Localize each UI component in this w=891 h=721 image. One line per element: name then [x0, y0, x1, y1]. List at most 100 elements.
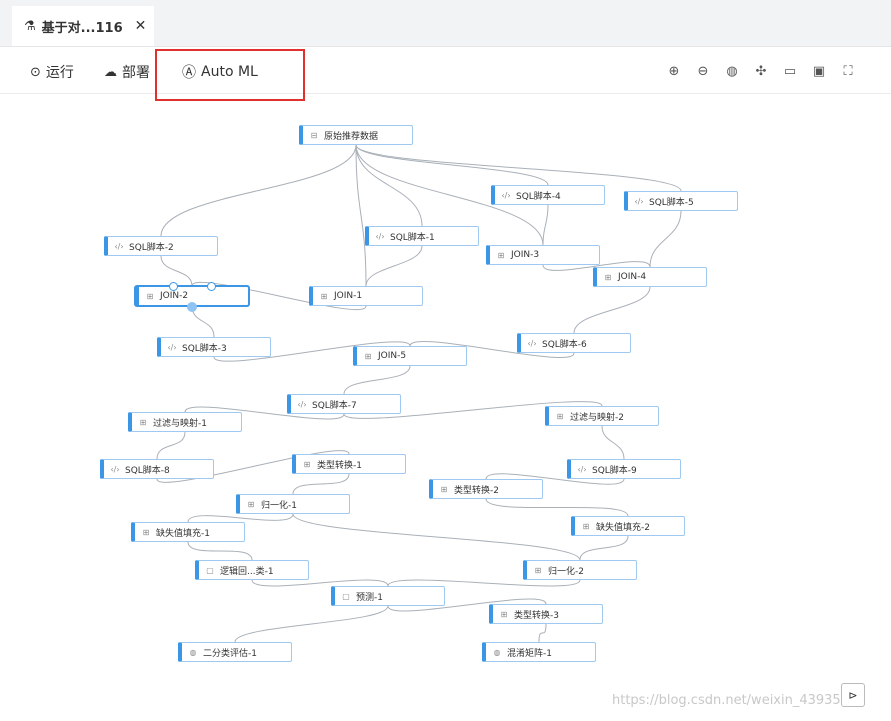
- edge-n19-n20: [187, 513, 294, 523]
- node-sql-2[interactable]: ‹/›SQL脚本-2: [104, 236, 218, 256]
- node-normalize-1[interactable]: ⊞归一化-1: [236, 494, 350, 514]
- edge-n19-n23: [292, 513, 581, 561]
- node-join-4[interactable]: ⊞ JOIN-4: [593, 267, 707, 287]
- node-label: 逻辑回...类-1: [220, 566, 274, 577]
- code-icon: ‹/›: [375, 231, 385, 241]
- edge-n0-n8: [355, 144, 367, 287]
- join-icon: ⊞: [604, 272, 612, 282]
- node-cast-2[interactable]: ⊞类型转换-2: [429, 479, 543, 499]
- transform-icon: ⊞: [142, 527, 150, 537]
- input-port[interactable]: [207, 282, 216, 291]
- node-normalize-2[interactable]: ⊞ 归一化-2: [523, 560, 637, 580]
- edge-n24-n26: [234, 605, 389, 643]
- predict-icon: ▢: [342, 591, 350, 601]
- node-filter-2[interactable]: ⊞过滤与映射-2: [545, 406, 659, 426]
- edge-n17-n18: [485, 473, 625, 485]
- node-label: 类型转换-3: [514, 610, 559, 621]
- node-join-3[interactable]: ⊞ JOIN-3: [486, 245, 600, 265]
- transform-icon: ⊞: [303, 459, 311, 469]
- node-binary-eval-1[interactable]: ◍二分类评估-1: [178, 642, 292, 662]
- transform-icon: ⊞: [582, 521, 590, 531]
- watermark: https://blog.csdn.net/weixin_43935890: [612, 693, 866, 708]
- code-icon: ‹/›: [527, 338, 537, 348]
- edge-n12-n13: [184, 406, 345, 420]
- tab-title: 基于对...116: [41, 20, 123, 36]
- node-logreg-1[interactable]: ▢逻辑回...类-1: [195, 560, 309, 580]
- fit-center-icon[interactable]: ✣: [755, 63, 767, 79]
- edge-n14-n17: [601, 425, 625, 460]
- node-predict-1[interactable]: ▢ 预测-1: [331, 586, 445, 606]
- globe-icon[interactable]: ◍: [726, 63, 738, 79]
- edge-n0-n5: [355, 144, 544, 246]
- node-filter-1[interactable]: ⊞过滤与映射-1: [128, 412, 242, 432]
- node-fillna-2[interactable]: ⊞缺失值填充-2: [571, 516, 685, 536]
- node-label: SQL脚本-6: [542, 339, 587, 350]
- node-sql-9[interactable]: ‹/›SQL脚本-9: [567, 459, 681, 479]
- transform-icon: ⊞: [534, 565, 542, 575]
- automl-label: Auto ML: [201, 64, 258, 80]
- tab-experiment[interactable]: ⚗ 基于对...116 ✕: [12, 6, 154, 46]
- edge-n8-n7: [191, 281, 367, 311]
- code-icon: ‹/›: [634, 196, 644, 206]
- edge-n6-n9: [573, 286, 651, 334]
- node-label: SQL脚本-8: [125, 465, 170, 476]
- output-port[interactable]: [187, 302, 197, 312]
- workflow-canvas[interactable]: ⊟ 原始推荐数据 ‹/›SQL脚本-4 ‹/› SQL脚本-5 ‹/›SQL脚本-2…: [0, 96, 891, 721]
- node-fillna-1[interactable]: ⊞缺失值填充-1: [131, 522, 245, 542]
- join-icon: ⊞: [497, 250, 505, 260]
- layout-icon[interactable]: ▭: [783, 63, 797, 79]
- node-label: 过滤与映射-2: [570, 412, 624, 423]
- automl-button[interactable]: Ⓐ Auto ML: [182, 62, 258, 82]
- fullscreen-icon[interactable]: ⛶: [843, 63, 853, 79]
- node-cast-3[interactable]: ⊞ 类型转换-3: [489, 604, 603, 624]
- code-icon: ‹/›: [110, 464, 120, 474]
- node-label: JOIN-3: [511, 250, 540, 260]
- node-sql-4[interactable]: ‹/›SQL脚本-4: [491, 185, 605, 205]
- run-label: 运行: [45, 65, 74, 81]
- edge-n15-n16: [156, 450, 350, 483]
- node-label: 归一化-2: [548, 566, 584, 577]
- transform-icon: ⊞: [500, 609, 508, 619]
- node-label: 原始推荐数据: [324, 131, 379, 142]
- node-label: JOIN-4: [618, 272, 647, 282]
- node-label: 过滤与映射-1: [153, 418, 207, 429]
- close-icon[interactable]: ✕: [134, 18, 147, 34]
- run-button[interactable]: ⊙ 运行: [30, 62, 74, 82]
- node-sql-3[interactable]: ‹/› SQL脚本-3: [157, 337, 271, 357]
- zoom-in-icon[interactable]: ⊕: [668, 63, 680, 79]
- node-confusion-matrix-1[interactable]: ◍ 混淆矩阵-1: [482, 642, 596, 662]
- node-join-5[interactable]: ⊞JOIN-5: [353, 346, 467, 366]
- database-icon: ⊟: [310, 130, 318, 140]
- transform-icon: ⊞: [247, 499, 255, 509]
- evaluate-icon: ◍: [493, 647, 501, 657]
- edge-n0-n1: [355, 144, 549, 186]
- node-raw-data[interactable]: ⊟ 原始推荐数据: [299, 125, 413, 145]
- code-icon: ‹/›: [577, 464, 587, 474]
- zoom-out-icon[interactable]: ⊖: [697, 63, 709, 79]
- node-join-1[interactable]: ⊞JOIN-1: [309, 286, 423, 306]
- node-sql-1[interactable]: ‹/›SQL脚本-1: [365, 226, 479, 246]
- node-label: 混淆矩阵-1: [507, 648, 552, 659]
- edge-n11-n12: [343, 365, 411, 395]
- save-icon[interactable]: ▣: [812, 63, 826, 79]
- join-icon: ⊞: [146, 291, 154, 301]
- node-sql-8[interactable]: ‹/› SQL脚本-8: [100, 459, 214, 479]
- node-label: SQL脚本-5: [649, 197, 694, 208]
- edge-n18-n21: [485, 498, 629, 517]
- node-cast-1[interactable]: ⊞类型转换-1: [292, 454, 406, 474]
- deploy-label: 部署: [122, 65, 150, 81]
- node-sql-5[interactable]: ‹/› SQL脚本-5: [624, 191, 738, 211]
- node-sql-6[interactable]: ‹/› SQL脚本-6: [517, 333, 631, 353]
- input-port[interactable]: [169, 282, 178, 291]
- node-label: 预测-1: [356, 592, 383, 603]
- edge-n3-n7: [160, 255, 193, 287]
- node-label: SQL脚本-3: [182, 343, 227, 354]
- edge-n5-n6: [542, 261, 651, 271]
- edge-n0-n4: [355, 144, 423, 227]
- code-icon: ‹/›: [167, 342, 177, 352]
- console-button[interactable]: ⊳: [841, 683, 865, 707]
- node-sql-7[interactable]: ‹/›SQL脚本-7: [287, 394, 401, 414]
- deploy-button[interactable]: ☁ 部署: [104, 62, 150, 82]
- node-label: JOIN-1: [334, 291, 363, 301]
- evaluate-icon: ◍: [189, 647, 197, 657]
